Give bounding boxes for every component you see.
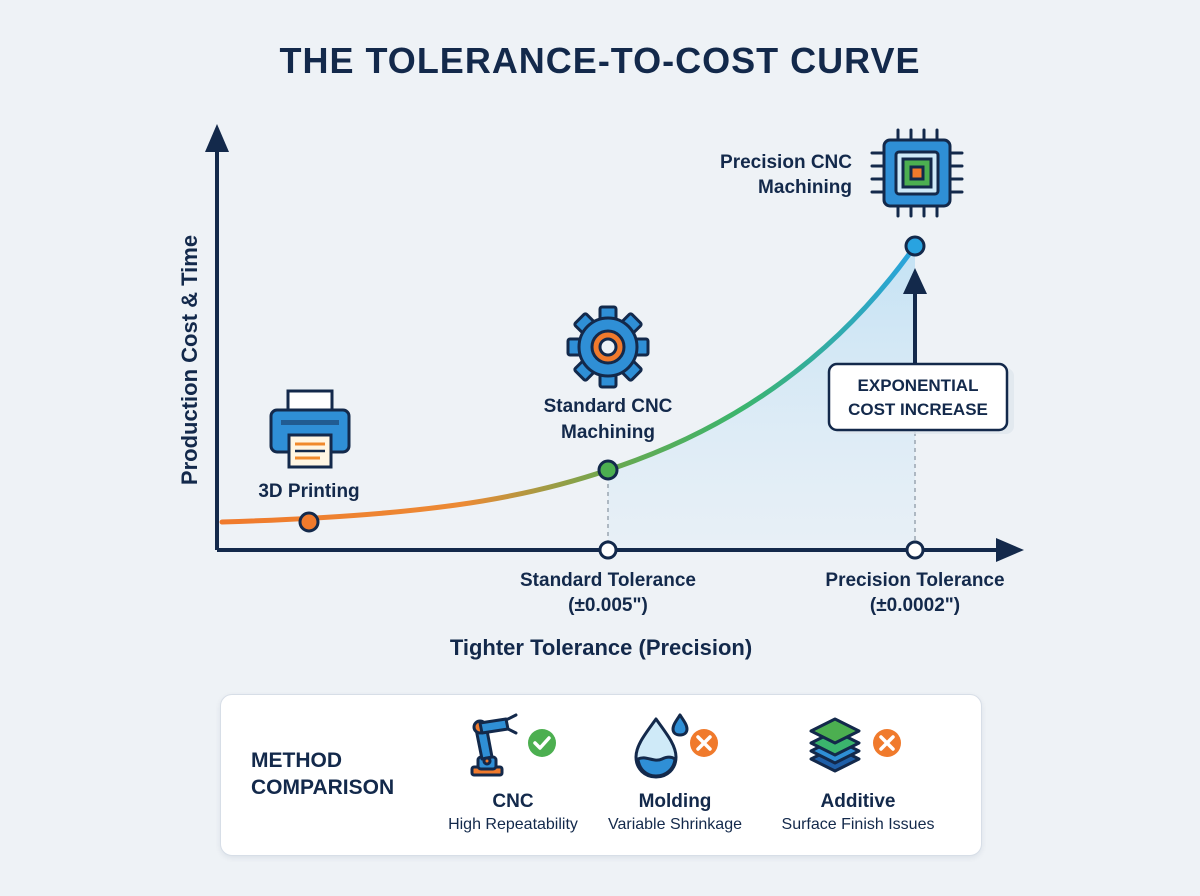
method-desc-additive: Surface Finish Issues — [781, 816, 935, 833]
chip-icon — [870, 128, 964, 218]
robot-arm-icon — [470, 713, 556, 777]
tick-label-precision-line-2: (±0.0002") — [870, 595, 960, 616]
tick-marker-standard — [598, 540, 618, 560]
method-name-molding: Molding — [638, 791, 712, 812]
droplet-icon — [634, 713, 718, 779]
method-cnc: CNC High Repeatability — [428, 713, 598, 834]
x-axis-arrow-icon — [996, 538, 1024, 562]
y-axis-label: Production Cost & Time — [177, 235, 202, 485]
method-desc-cnc: High Repeatability — [448, 816, 578, 833]
label-3d-printing: 3D Printing — [258, 481, 359, 502]
tolerance-cost-diagram: EXPONENTIAL COST INCREASE 3D Printing St… — [177, 124, 1024, 660]
point-3d-printing — [298, 511, 320, 533]
printer-icon — [269, 389, 351, 469]
callout-line-2: COST INCREASE — [848, 400, 988, 419]
gear-icon — [566, 305, 650, 389]
method-name-additive: Additive — [820, 791, 896, 812]
point-precision-cnc — [904, 235, 926, 257]
label-precision-cnc-line-1: Precision CNC — [720, 152, 852, 173]
cost-increase-arrowhead-icon — [903, 268, 927, 294]
tick-marker-precision — [905, 540, 925, 560]
comparison-title-line-2: COMPARISON — [251, 776, 395, 799]
method-desc-molding: Variable Shrinkage — [607, 816, 742, 833]
label-precision-cnc-line-2: Machining — [758, 177, 852, 198]
point-standard-cnc — [597, 459, 619, 481]
callout-box: EXPONENTIAL COST INCREASE — [827, 362, 1014, 434]
method-name-cnc: CNC — [492, 791, 534, 812]
cross-icon — [873, 729, 901, 757]
cross-icon — [690, 729, 718, 757]
tick-label-precision-line-1: Precision Tolerance — [825, 570, 1004, 591]
method-comparison-panel: METHOD COMPARISON CNC High Repeatability — [220, 694, 982, 856]
layers-icon — [809, 717, 901, 773]
callout-line-1: EXPONENTIAL — [858, 376, 979, 395]
comparison-title-line-1: METHOD — [251, 749, 342, 772]
tick-label-standard-line-1: Standard Tolerance — [520, 570, 696, 591]
method-molding: Molding Variable Shrinkage — [590, 713, 760, 834]
label-standard-cnc-line-1: Standard CNC — [544, 396, 673, 417]
label-standard-cnc-line-2: Machining — [561, 422, 655, 443]
x-axis-label: Tighter Tolerance (Precision) — [450, 635, 752, 660]
check-icon — [528, 729, 556, 757]
y-axis-arrow-icon — [205, 124, 229, 152]
page-title: THE TOLERANCE-TO-COST CURVE — [279, 40, 921, 81]
tick-label-standard-line-2: (±0.005") — [568, 595, 648, 616]
comparison-title: METHOD COMPARISON — [251, 747, 431, 801]
method-additive: Additive Surface Finish Issues — [773, 713, 943, 834]
